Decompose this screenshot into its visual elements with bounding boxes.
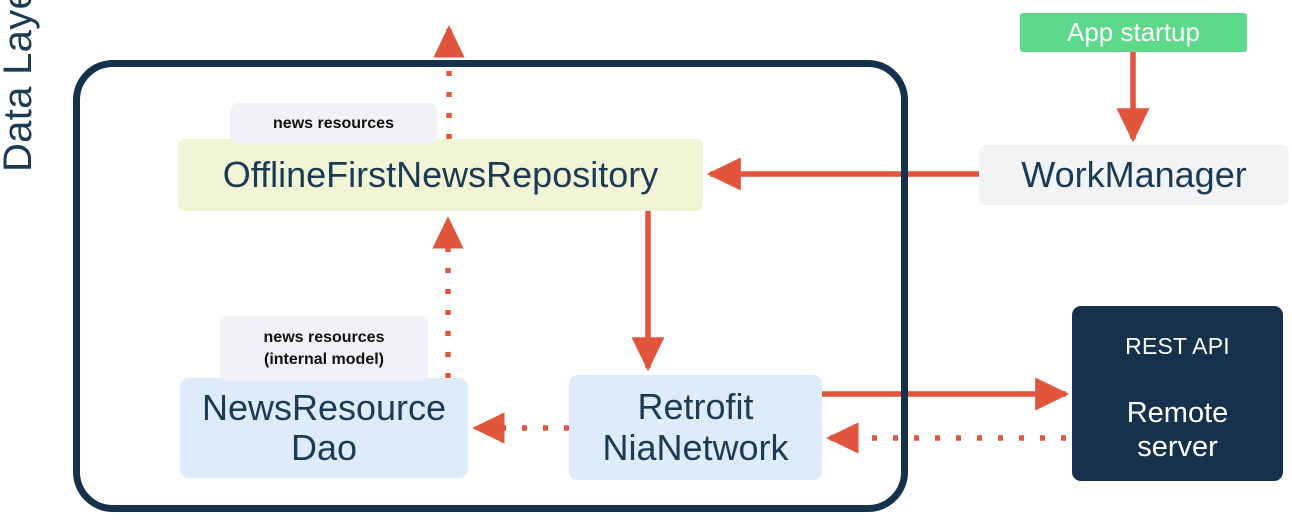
data-layer-label: Data Layer	[0, 0, 40, 172]
node-appstartup-label: App startup	[1067, 16, 1200, 47]
node-remote-server-label-line1: Remote	[1126, 396, 1229, 429]
node-retrofit-label-line2: NiaNetwork	[602, 426, 789, 468]
node-app-startup[interactable]: App startup	[1020, 13, 1247, 52]
node-remote-server-label-line2: server	[1137, 430, 1218, 463]
node-dao-label-line2: Dao	[290, 427, 358, 468]
node-remote-rest-api-label: REST API	[1125, 333, 1230, 359]
node-repository-label: OfflineFirstNewsRepository	[222, 153, 659, 195]
chip-internal-model-line1: news resources	[263, 328, 385, 346]
chip-internal-model-line2: (internal model)	[263, 350, 384, 368]
node-retrofit-label-line1: Retrofit	[637, 386, 754, 428]
node-remote-server[interactable]: REST API Remote server	[1072, 306, 1283, 481]
node-dao-label-line1: NewsResource	[201, 386, 447, 428]
data-layer-container	[73, 60, 908, 512]
node-offline-first-news-repository[interactable]: OfflineFirstNewsRepository	[178, 139, 703, 211]
node-work-manager[interactable]: WorkManager	[979, 145, 1289, 205]
node-workmanager-label: WorkManager	[1021, 153, 1247, 195]
chip-news-resources: news resources	[230, 103, 437, 144]
node-news-resource-dao[interactable]: NewsResource Dao	[180, 378, 468, 478]
node-retrofit-nia-network[interactable]: Retrofit NiaNetwork	[569, 375, 822, 480]
node-remote-server-label: Remote server	[1127, 396, 1229, 464]
chip-news-resources-label: news resources	[273, 114, 394, 132]
chip-news-resources-internal-model: news resources (internal model)	[220, 316, 428, 381]
